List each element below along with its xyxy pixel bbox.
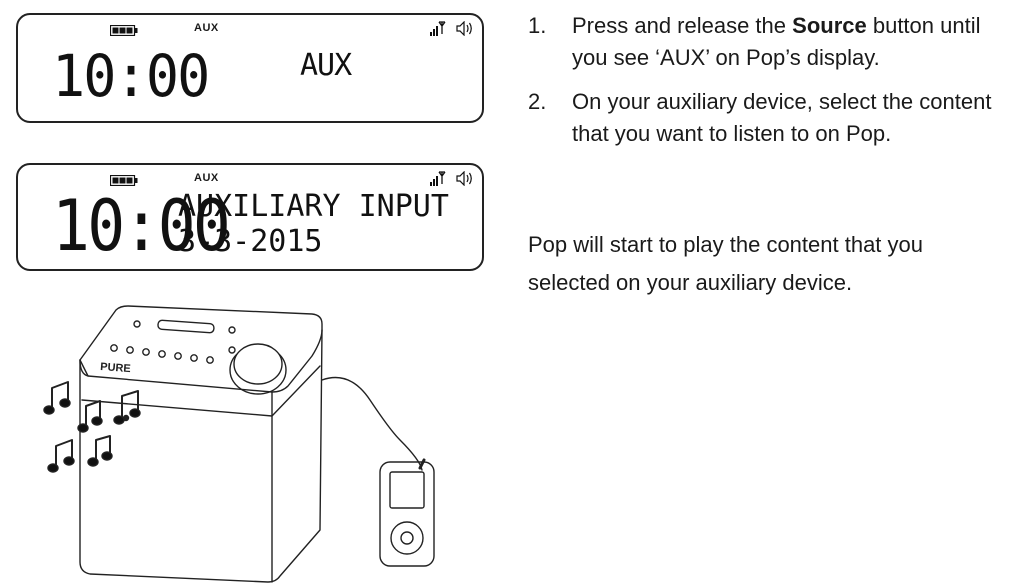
instruction-steps: 1. Press and release the Source button u… <box>528 10 1006 162</box>
brand-logo: PURE <box>100 361 131 375</box>
music-note-icon <box>43 381 141 473</box>
step-text: On your auxiliary device, select the con… <box>572 89 992 146</box>
battery-icon <box>110 25 138 36</box>
speaker-icon <box>456 171 472 186</box>
lcd-info-line-2: 3-3-2015 <box>178 224 323 259</box>
lcd-display-aux: AUX 10:00 AUX <box>16 13 484 123</box>
step-text: button until you see ‘AUX’ on Pop’s disp… <box>572 13 981 70</box>
lcd-display-auxiliary-input: AUX 10:00 AUXILIARY INPUT 3-3-2015 <box>16 163 484 271</box>
radio-aux-illustration: PURE <box>43 305 435 583</box>
source-button-label: Source <box>792 13 867 38</box>
battery-icon <box>110 175 138 186</box>
signal-strength-icon <box>430 21 446 36</box>
step-number: 2. <box>528 89 547 114</box>
radio-body <box>79 305 426 583</box>
media-player-icon <box>379 461 435 567</box>
step-1: 1. Press and release the Source button u… <box>528 10 1006 74</box>
aux-indicator: AUX <box>194 172 219 184</box>
speaker-icon <box>456 21 472 36</box>
closing-paragraph: Pop will start to play the content that … <box>528 232 924 295</box>
step-2: 2. On your auxiliary device, select the … <box>528 86 1006 150</box>
aux-indicator: AUX <box>194 22 219 34</box>
step-text: Press and release the <box>572 13 793 38</box>
step-number: 1. <box>528 13 547 38</box>
lcd-clock: 10:00 <box>52 42 210 110</box>
lcd-clock: 10:00 <box>52 185 231 267</box>
signal-strength-icon <box>430 171 446 186</box>
lcd-info-line-1: AUXILIARY INPUT <box>178 189 449 224</box>
lcd-source-text: AUX <box>300 48 352 83</box>
